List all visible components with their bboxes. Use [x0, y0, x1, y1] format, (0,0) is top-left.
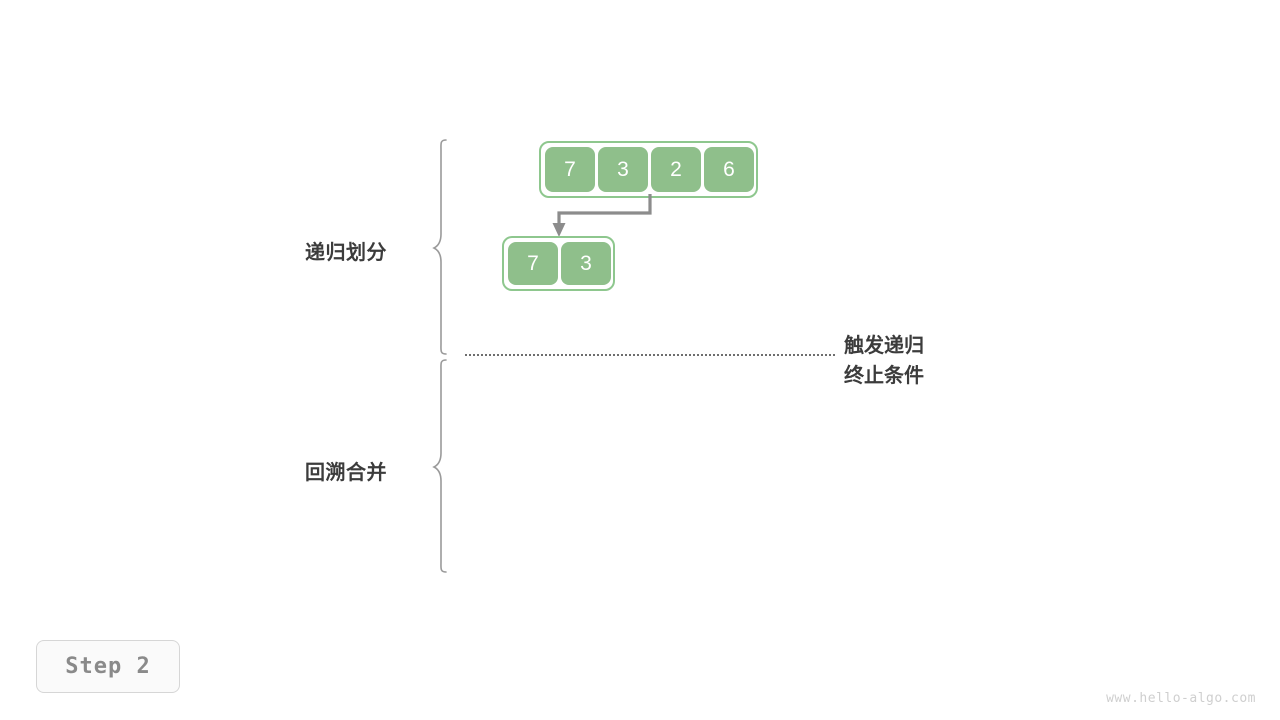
- phase-label-merge: 回溯合并: [305, 462, 387, 484]
- termination-condition-note: 触发递归 终止条件: [844, 331, 924, 391]
- divide-arrow-icon: [552, 194, 652, 237]
- curly-brace-divide: [432, 139, 447, 355]
- array-group-root: 7 3 2 6: [539, 141, 758, 198]
- termination-note-line-2: 终止条件: [844, 365, 924, 387]
- array-group-left-half: 7 3: [502, 236, 615, 291]
- phase-label-divide: 递归划分: [305, 242, 387, 264]
- termination-divider: [465, 354, 835, 358]
- array-cell: 7: [508, 242, 558, 285]
- array-cell: 3: [561, 242, 611, 285]
- termination-note-line-1: 触发递归: [844, 335, 924, 357]
- step-badge: Step 2: [36, 640, 180, 693]
- array-cell: 3: [598, 147, 648, 192]
- array-cell: 7: [545, 147, 595, 192]
- curly-brace-merge: [432, 359, 447, 573]
- watermark: www.hello-algo.com: [1106, 691, 1256, 706]
- array-cell: 6: [704, 147, 754, 192]
- array-cell: 2: [651, 147, 701, 192]
